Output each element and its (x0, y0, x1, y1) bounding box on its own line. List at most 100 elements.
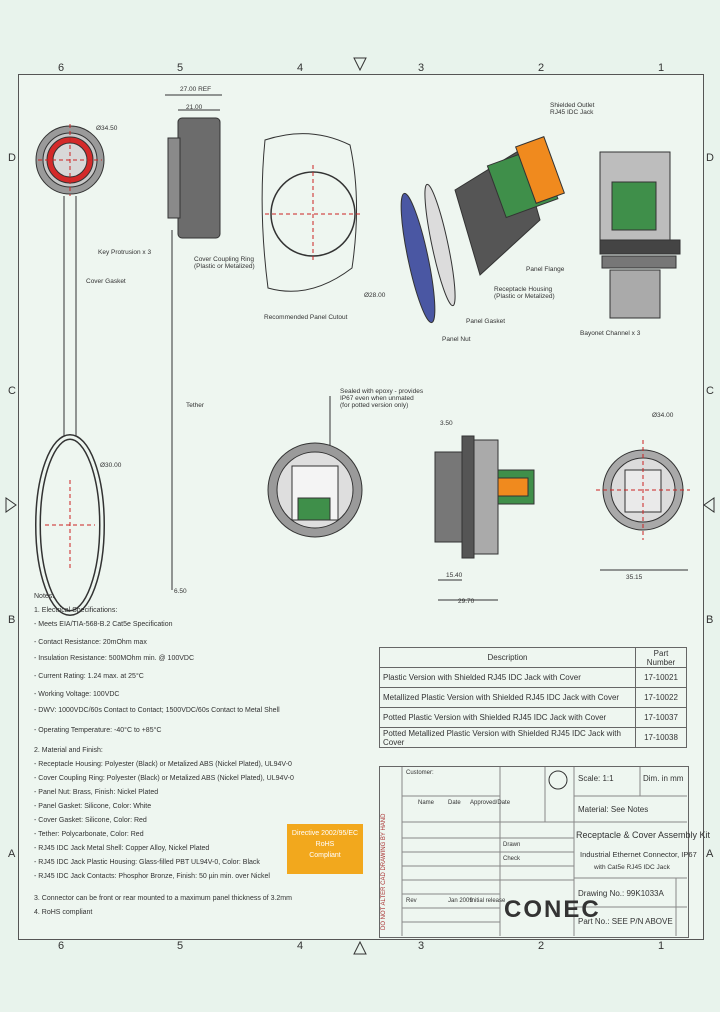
part-number-label: Part No.: SEE P/N ABOVE (578, 917, 673, 926)
company-logo: CONEC (504, 896, 601, 923)
material-label: Material: See Notes (578, 805, 649, 814)
rev-initial: Initial release (470, 898, 506, 904)
dim-650: 6.50 (174, 588, 187, 595)
panel-flange-label: Panel Flange (526, 266, 565, 273)
rohs-title: RoHS (315, 841, 335, 848)
title-line-3: with Cat5e RJ45 IDC Jack (594, 864, 670, 871)
bayonet-channel-label: Bayonet Channel x 3 (580, 330, 641, 337)
note-line: - Panel Nut: Brass, Finish: Nickel Plate… (34, 789, 159, 796)
zone-5-bottom: 5 (177, 940, 184, 952)
zone-1-top: 1 (658, 62, 665, 74)
cover-side-view (165, 94, 222, 590)
zone-1-bottom: 1 (658, 940, 665, 952)
name-column: Name (418, 800, 435, 806)
drawing-number: Drawing No.: 99K1033A (578, 889, 664, 898)
key-protrusion-label: Key Protrusion x 3 (98, 249, 152, 256)
row-part-number: 17-10021 (635, 667, 687, 688)
rohs-badge: Directive 2002/95/EC RoHS Compliant (287, 824, 363, 874)
dim-27-ref: 27.00 REF (180, 86, 212, 93)
approved-column: Approved/Date (470, 800, 511, 806)
note-line: - Receptacle Housing: Polyester (Black) … (34, 761, 292, 768)
rev-label: Rev (406, 898, 417, 904)
date-column: Date (448, 800, 461, 806)
table-row: Potted Plastic Version with Shielded RJ4… (379, 707, 687, 728)
receptacle-housing-label: Receptacle Housing (Plastic or Metalized… (494, 286, 555, 300)
shielded-outlet-label: Shielded Outlet RJ45 IDC Jack (550, 102, 595, 116)
notes-heading: Notes: (34, 593, 55, 600)
dim-tether-loop: Ø30.00 (100, 462, 122, 469)
note-line: - DWV: 1000VDC/60s Contact to Contact; 1… (34, 707, 280, 714)
dim-3515: 35.15 (626, 574, 643, 581)
row-description: Potted Plastic Version with Shielded RJ4… (379, 707, 636, 728)
recommended-cutout-label: Recommended Panel Cutout (264, 314, 348, 321)
note-line: - Panel Gasket: Silicone, Color: White (34, 803, 152, 810)
zone-3-top: 3 (418, 62, 425, 74)
note-line: - Cover Gasket: Silicone, Color: Red (34, 817, 147, 824)
coupling-ring-label: Cover Coupling Ring (Plastic or Metalize… (194, 256, 255, 270)
table-row: Metallized Plastic Version with Shielded… (379, 687, 687, 708)
panel-cutout (261, 133, 360, 292)
header-description: Description (379, 647, 636, 668)
header-part-number: Part Number (635, 647, 687, 668)
dimension-unit-label: Dim. in mm (643, 774, 684, 783)
note-line: - Cover Coupling Ring: Polyester (Black)… (34, 775, 294, 782)
note-line: 4. RoHS compliant (34, 909, 93, 916)
note-line: 1. Electrical Specifications: (34, 607, 118, 614)
row-description: Metallized Plastic Version with Shielded… (379, 687, 636, 708)
table-header-row: Description Part Number (379, 647, 687, 668)
zone-c-left: C (8, 385, 16, 397)
receptacle-front-view (267, 396, 363, 538)
table-row: Plastic Version with Shielded RJ45 IDC J… (379, 667, 687, 688)
zone-4-top: 4 (297, 62, 304, 74)
table-row: Potted Metallized Plastic Version with S… (379, 727, 687, 748)
zone-d-left: D (8, 152, 16, 164)
row-description: Potted Metallized Plastic Version with S… (379, 727, 636, 748)
part-number-table: Description Part Number Plastic Version … (379, 647, 687, 748)
dim-350: 3.50 (440, 420, 453, 427)
row-part-number: 17-10022 (635, 687, 687, 708)
zone-2-bottom: 2 (538, 940, 545, 952)
note-line: - Contact Resistance: 20mOhm max (34, 639, 147, 646)
drawn-label: Drawn (503, 842, 521, 848)
row-description: Plastic Version with Shielded RJ45 IDC J… (379, 667, 636, 688)
zone-a-right: A (706, 848, 714, 860)
zone-b-left: B (8, 614, 16, 626)
row-part-number: 17-10038 (635, 727, 687, 748)
note-line: - RJ45 IDC Jack Plastic Housing: Glass-f… (34, 859, 260, 866)
panel-gasket-label: Panel Gasket (466, 318, 506, 325)
note-line: - Current Rating: 1.24 max. at 25°C (34, 673, 144, 680)
note-line: - Operating Temperature: -40°C to +85°C (34, 727, 162, 734)
note-line: 2. Material and Finish: (34, 747, 103, 754)
panel-nut-label: Panel Nut (442, 336, 471, 343)
exploded-assembly (400, 136, 565, 324)
zone-3-bottom: 3 (418, 940, 425, 952)
customer-label: Customer: (406, 770, 434, 776)
zone-a-left: A (8, 848, 16, 860)
receptacle-side-view (434, 435, 535, 601)
receptacle-rear-view (599, 151, 681, 319)
tether-label: Tether (186, 402, 205, 409)
sealed-epoxy-note: Sealed with epoxy - provides IP67 even w… (340, 388, 424, 409)
cover-front-view (35, 124, 105, 616)
zone-c-right: C (706, 385, 714, 397)
note-line: - RJ45 IDC Jack Contacts: Phosphor Bronz… (34, 873, 270, 880)
zone-6-bottom: 6 (58, 940, 65, 952)
note-line: - Tether: Polycarbonate, Color: Red (34, 831, 144, 838)
note-line: - Meets EIA/TIA-568-B.2 Cat5e Specificat… (34, 621, 173, 628)
note-line: - Working Voltage: 100VDC (34, 691, 120, 698)
zone-6-top: 6 (58, 62, 65, 74)
cover-gasket-label: Cover Gasket (86, 278, 126, 285)
title-block (379, 766, 689, 938)
dim-cover-diameter: Ø34.50 (96, 125, 118, 132)
note-line: - Insulation Resistance: 500MOhm min. @ … (34, 655, 195, 662)
projection-symbol (548, 770, 568, 790)
rev-date: Jan 2009 (448, 898, 473, 904)
dim-1540: 15.40 (446, 572, 463, 579)
title-line-1: Receptacle & Cover Assembly Kit (576, 830, 711, 840)
title-line-2: Industrial Ethernet Connector, IP67 (580, 850, 697, 859)
zone-4-bottom: 4 (297, 940, 304, 952)
rohs-compliant: Compliant (309, 852, 341, 859)
zone-b-right: B (706, 614, 714, 626)
dim-2970: 29.70 (458, 598, 475, 605)
dim-face-diameter: Ø34.00 (652, 412, 674, 419)
